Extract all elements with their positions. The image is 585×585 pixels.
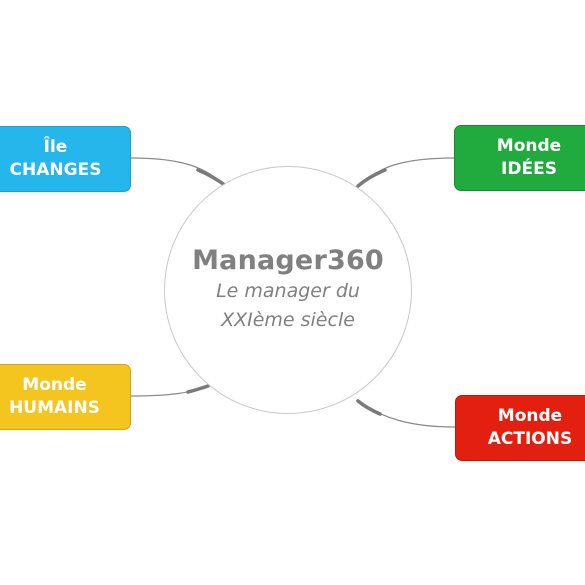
- node-monde-idees-line1: Monde: [496, 136, 562, 156]
- node-monde-actions[interactable]: Monde ACTIONS: [455, 395, 585, 461]
- central-topic-subtitle-line1: Le manager du: [216, 279, 360, 302]
- central-topic[interactable]: Manager360 Le manager du XXIème siècle: [164, 166, 412, 414]
- node-monde-idees-line2: IDÉES: [501, 159, 557, 179]
- node-ile-changes[interactable]: Île CHANGES: [0, 126, 131, 192]
- node-monde-humains[interactable]: Monde HUMAINS: [0, 364, 131, 430]
- node-monde-actions-line1: Monde: [497, 406, 563, 426]
- node-monde-humains-line2: HUMAINS: [9, 398, 100, 418]
- connector-changes: [130, 157, 227, 187]
- node-ile-changes-line1: Île: [43, 137, 68, 157]
- node-monde-humains-line1: Monde: [22, 375, 87, 395]
- central-topic-subtitle-line2: XXIème siècle: [221, 308, 355, 331]
- node-ile-changes-line2: CHANGES: [9, 160, 102, 180]
- central-topic-title: Manager360: [192, 244, 384, 276]
- connector-idees: [357, 157, 455, 187]
- connector-actions: [357, 400, 456, 428]
- node-monde-idees[interactable]: Monde IDÉES: [454, 125, 585, 191]
- node-monde-actions-line2: ACTIONS: [487, 429, 573, 449]
